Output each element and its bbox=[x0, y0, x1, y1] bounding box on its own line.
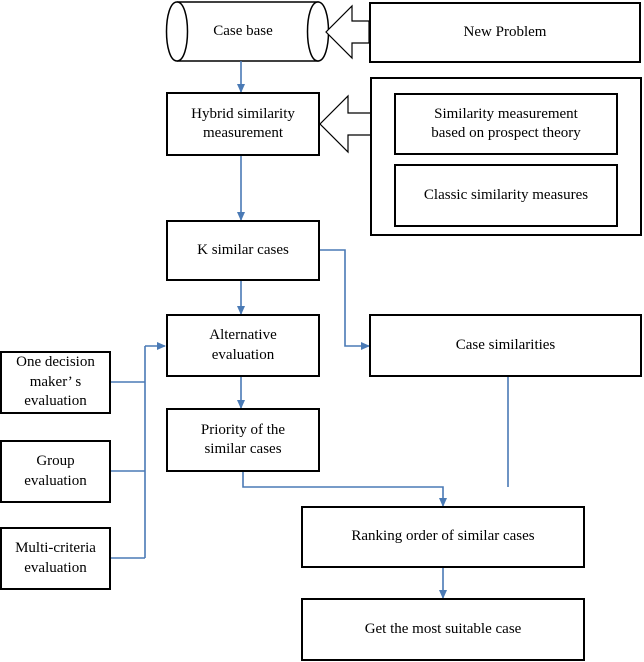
connector-priority-to-ranking bbox=[242, 472, 447, 507]
hollow-arrow-new-problem bbox=[325, 4, 370, 60]
prospect-theory-box: Similarity measurement based on prospect… bbox=[394, 93, 618, 155]
one-decision-maker-box: One decision maker’ s evaluation bbox=[0, 351, 111, 414]
ranking-order-label: Ranking order of similar cases bbox=[351, 528, 535, 545]
case-similarities-box: Case similarities bbox=[369, 314, 642, 377]
hybrid-similarity-box: Hybrid similarity measurement bbox=[166, 92, 320, 156]
ranking-order-box: Ranking order of similar cases bbox=[301, 506, 585, 568]
group-evaluation-label: Group evaluation bbox=[24, 453, 87, 489]
alternative-evaluation-box: Alternative evaluation bbox=[166, 314, 320, 377]
case-similarities-label: Case similarities bbox=[455, 336, 556, 353]
connector-k-to-case-similarities bbox=[320, 249, 370, 350]
multi-criteria-box: Multi-criteria evaluation bbox=[0, 527, 111, 590]
group-evaluation-box: Group evaluation bbox=[0, 440, 111, 503]
most-suitable-case-label: Get the most suitable case bbox=[364, 620, 522, 637]
classic-measures-label: Classic similarity measures bbox=[423, 186, 589, 203]
priority-similar-cases-label: Priority of the similar cases bbox=[200, 421, 286, 458]
most-suitable-case-box: Get the most suitable case bbox=[301, 598, 585, 661]
one-decision-maker-label: One decision maker’ s evaluation bbox=[16, 354, 95, 410]
alternative-evaluation-label: Alternative evaluation bbox=[209, 327, 277, 363]
case-base-cylinder bbox=[165, 1, 330, 62]
multi-criteria-label: Multi-criteria evaluation bbox=[15, 540, 96, 576]
k-similar-cases-box: K similar cases bbox=[166, 220, 320, 281]
classic-measures-box: Classic similarity measures bbox=[394, 164, 618, 227]
new-problem-label: New Problem bbox=[463, 23, 547, 40]
new-problem-box: New Problem bbox=[369, 2, 641, 63]
case-base-label: Case base bbox=[213, 22, 273, 39]
priority-similar-cases-box: Priority of the similar cases bbox=[166, 408, 320, 472]
hybrid-similarity-label: Hybrid similarity measurement bbox=[191, 105, 295, 142]
hollow-arrow-methods bbox=[319, 94, 373, 154]
k-similar-cases-label: K similar cases bbox=[197, 241, 289, 258]
prospect-theory-label: Similarity measurement based on prospect… bbox=[431, 105, 581, 142]
